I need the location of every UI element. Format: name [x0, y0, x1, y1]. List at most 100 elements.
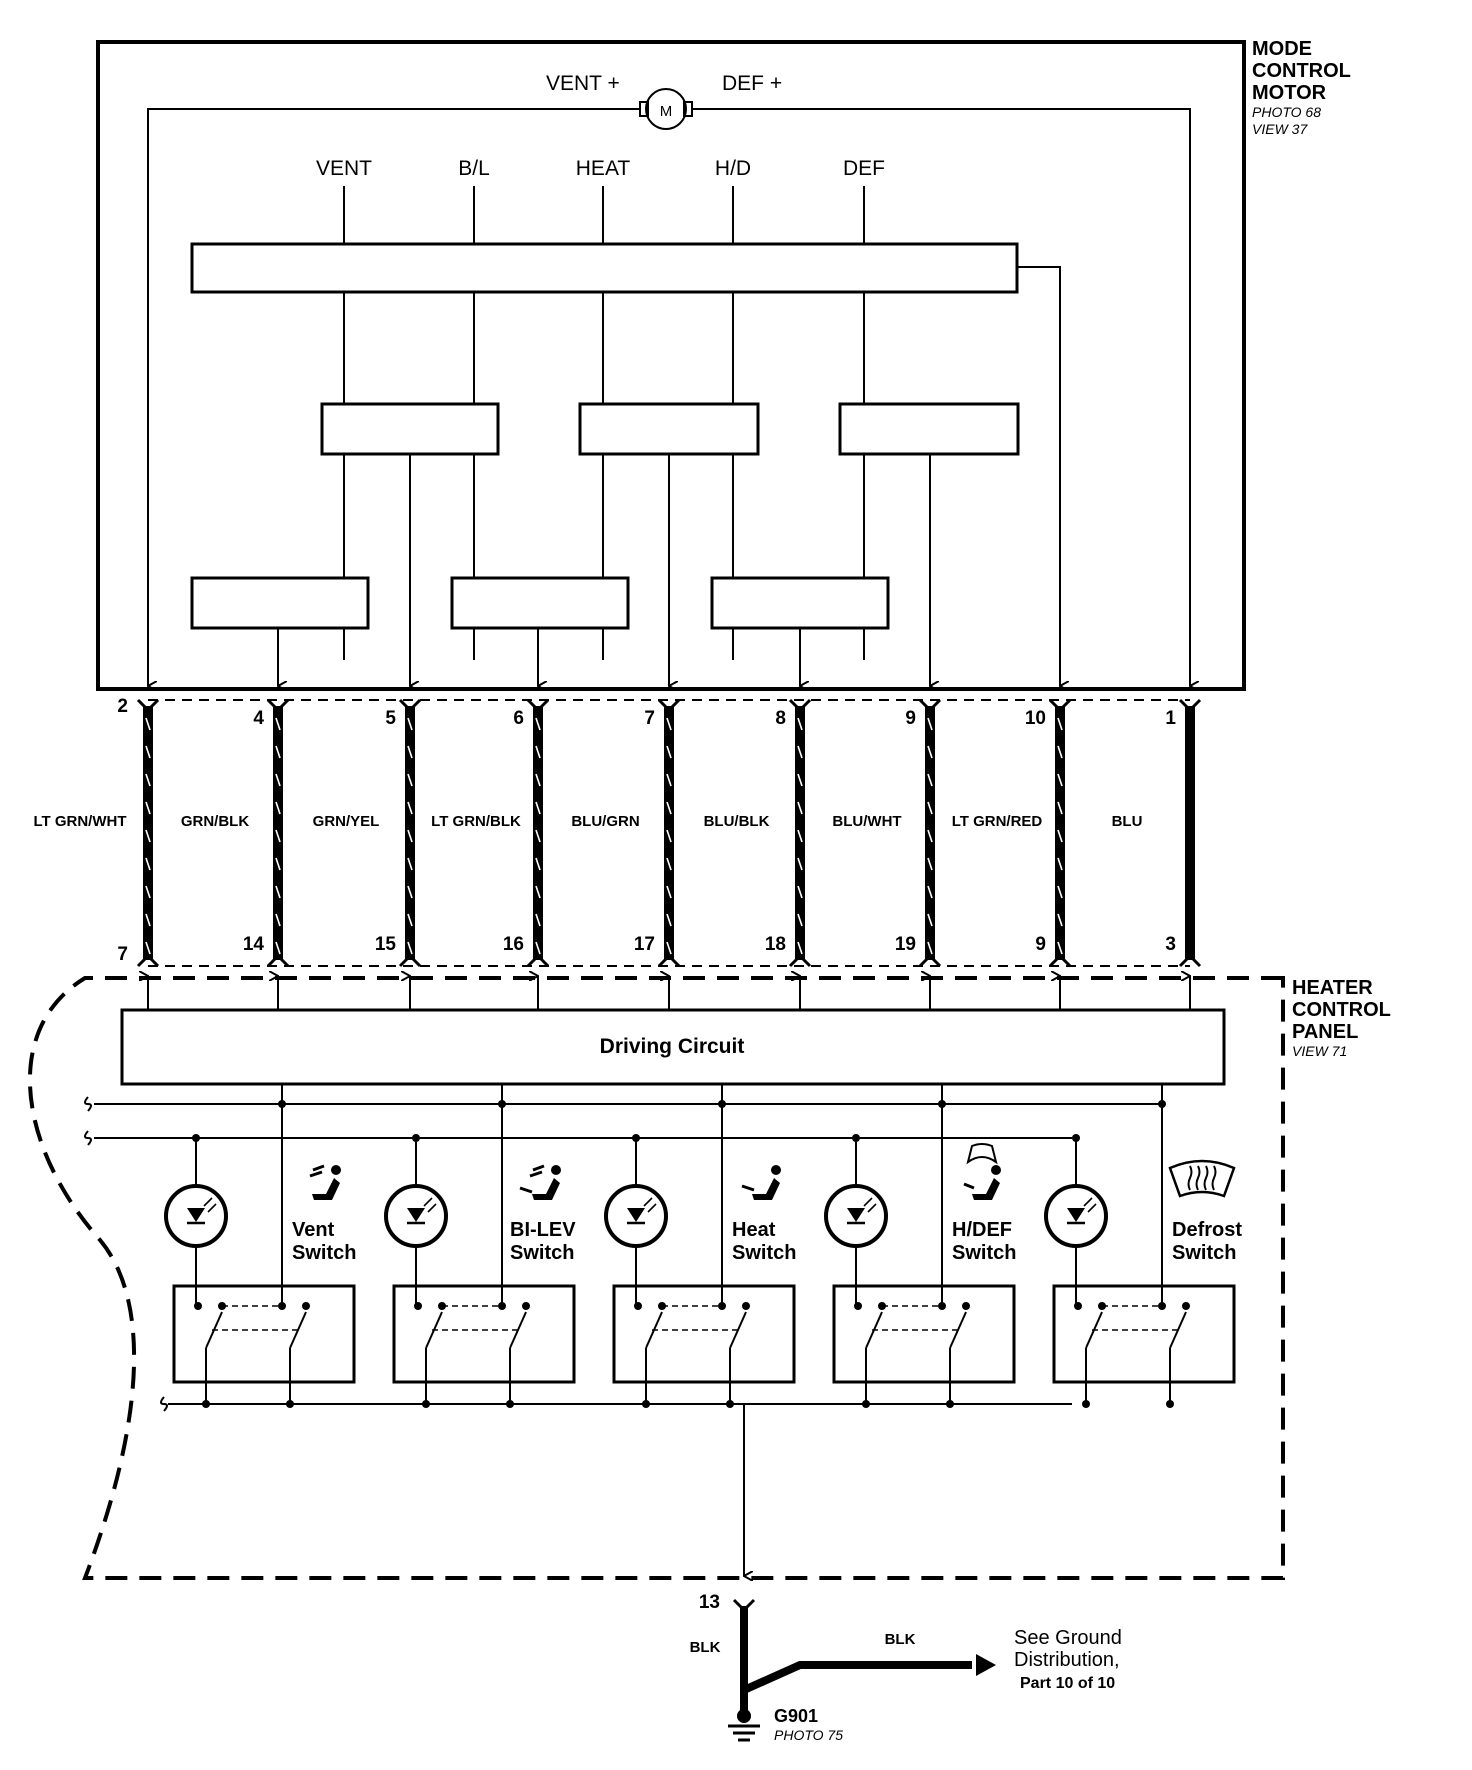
panel-title-line-3: PANEL	[1292, 1021, 1358, 1043]
wire-3: 5 15 GRN/YEL	[313, 698, 422, 968]
wire-7-bottom-pin: 19	[895, 934, 916, 955]
switch-1-contacts	[172, 1284, 356, 1384]
wire-2-bottom-pin: 14	[243, 934, 265, 955]
wire-5-color: BLU/GRN	[571, 813, 639, 830]
position-label-def: DEF	[843, 157, 885, 180]
vent-mode-icon	[309, 1164, 341, 1200]
switch-2-name: BI-LEV	[510, 1219, 576, 1241]
heat-defrost-mode-icon	[963, 1143, 1001, 1200]
wire-5-bottom-pin: 17	[634, 934, 655, 955]
wire-1: 2 7 LT GRN/WHT	[33, 696, 160, 968]
panel-view-ref: VIEW 71	[1292, 1043, 1347, 1059]
position-label-hd: H/D	[715, 157, 751, 180]
wire-9-color: BLU	[1112, 813, 1143, 830]
wire-1-color: LT GRN/WHT	[33, 813, 126, 830]
indicator-led-icon	[1044, 1184, 1108, 1248]
motor-title-line-1: MODE	[1252, 38, 1312, 60]
indicator-led-icon	[164, 1184, 228, 1248]
switch-1-name: Vent	[292, 1219, 335, 1241]
heater-control-panel: HEATER CONTROL PANEL VIEW 71 Driving Cir…	[28, 976, 1391, 1578]
ground-photo-ref: PHOTO 75	[774, 1727, 843, 1743]
wire-1-bottom-pin: 7	[117, 944, 128, 965]
switch-1-label: Switch	[292, 1242, 356, 1264]
bilevel-mode-icon	[519, 1164, 561, 1200]
switch-4-contacts	[832, 1284, 1016, 1384]
ground-ref-line-2: Distribution,	[1014, 1649, 1120, 1671]
wire-6-bottom-pin: 18	[765, 934, 786, 955]
vent-plus-label: VENT +	[546, 72, 620, 95]
motor-title-line-3: MOTOR	[1252, 82, 1327, 104]
wire-3-color: GRN/YEL	[313, 813, 380, 830]
switch-3-contacts	[612, 1284, 796, 1384]
wire-1-top-pin: 2	[117, 696, 128, 717]
motor-title-line-2: CONTROL	[1252, 60, 1351, 82]
switch-5-name: Defrost	[1172, 1219, 1242, 1241]
ground-branch-color: BLK	[885, 1631, 916, 1648]
ground-wire-color: BLK	[690, 1639, 721, 1656]
wire-7-color: BLU/WHT	[832, 813, 901, 830]
wire-7-top-pin: 9	[905, 708, 916, 729]
wire-9: 1 3 BLU	[1112, 698, 1202, 968]
panel-title-line-1: HEATER	[1292, 977, 1373, 999]
ground-symbol	[728, 1709, 760, 1742]
contact-plates	[190, 242, 1020, 630]
switch-5-label: Switch	[1172, 1242, 1236, 1264]
wire-8-top-pin: 10	[1025, 708, 1046, 729]
switch-4-name: H/DEF	[952, 1219, 1012, 1241]
position-label-bl: B/L	[458, 157, 490, 180]
indicator-led-icon	[824, 1184, 888, 1248]
wire-5-top-pin: 7	[644, 708, 655, 729]
indicator-led-icon	[384, 1184, 448, 1248]
switch-5-contacts	[1052, 1284, 1236, 1384]
ground-circuit: 13 BLK BLK See Ground Distribution, Part…	[690, 1592, 1122, 1743]
ground-ref-line-1: See Ground	[1014, 1627, 1122, 1649]
switch-4-label: Switch	[952, 1242, 1016, 1264]
wire-9-top-pin: 1	[1165, 708, 1176, 729]
wire-8-color: LT GRN/RED	[952, 813, 1043, 830]
wire-3-top-pin: 5	[385, 708, 396, 729]
wire-9-bottom-pin: 3	[1165, 934, 1176, 955]
wire-8: 10 9 LT GRN/RED	[952, 698, 1072, 968]
defrost-mode-icon	[1168, 1159, 1236, 1198]
switch-2-label: Switch	[510, 1242, 574, 1264]
wire-6-top-pin: 8	[775, 708, 786, 729]
wire-4-top-pin: 6	[513, 708, 524, 729]
driving-circuit-block: Driving Circuit	[120, 1008, 1226, 1086]
motor-photo-ref: PHOTO 68	[1252, 104, 1321, 120]
switch-2-contacts	[392, 1284, 576, 1384]
ground-name: G901	[774, 1706, 818, 1726]
driving-circuit-label: Driving Circuit	[600, 1035, 745, 1058]
mode-control-motor: MODE CONTROL MOTOR PHOTO 68 VIEW 37 M VE…	[96, 38, 1351, 691]
wire-7: 9 19 BLU/WHT	[832, 698, 942, 968]
position-label-vent: VENT	[316, 157, 372, 180]
wire-4-bottom-pin: 16	[503, 934, 524, 955]
wire-8-bottom-pin: 9	[1035, 934, 1046, 955]
position-label-heat: HEAT	[576, 157, 631, 180]
wire-2: 4 14 GRN/BLK	[181, 698, 290, 968]
motor-m-label: M	[660, 103, 673, 120]
wire-harness: 2 7 LT GRN/WHT 4 14 GRN/BLK 5 15 GRN/YEL 6 16 LT GR…	[33, 696, 1202, 968]
heat-mode-icon	[741, 1165, 781, 1200]
wire-4: 6 16 LT GRN/BLK	[431, 698, 550, 968]
panel-title-line-2: CONTROL	[1292, 999, 1391, 1021]
switch-3-label: Switch	[732, 1242, 796, 1264]
motor-symbol: M	[639, 88, 693, 130]
indicator-led-icon	[604, 1184, 668, 1248]
wire-4-color: LT GRN/BLK	[431, 813, 521, 830]
wire-3-bottom-pin: 15	[375, 934, 397, 955]
ground-ref-line-3: Part 10 of 10	[1020, 1675, 1115, 1692]
wire-5: 7 17 BLU/GRN	[571, 698, 681, 968]
wire-2-top-pin: 4	[253, 708, 264, 729]
switch-3-name: Heat	[732, 1219, 776, 1241]
def-plus-label: DEF +	[722, 72, 782, 95]
motor-view-ref: VIEW 37	[1252, 121, 1308, 137]
wire-2-color: GRN/BLK	[181, 813, 249, 830]
ground-pin-number: 13	[699, 1592, 720, 1613]
